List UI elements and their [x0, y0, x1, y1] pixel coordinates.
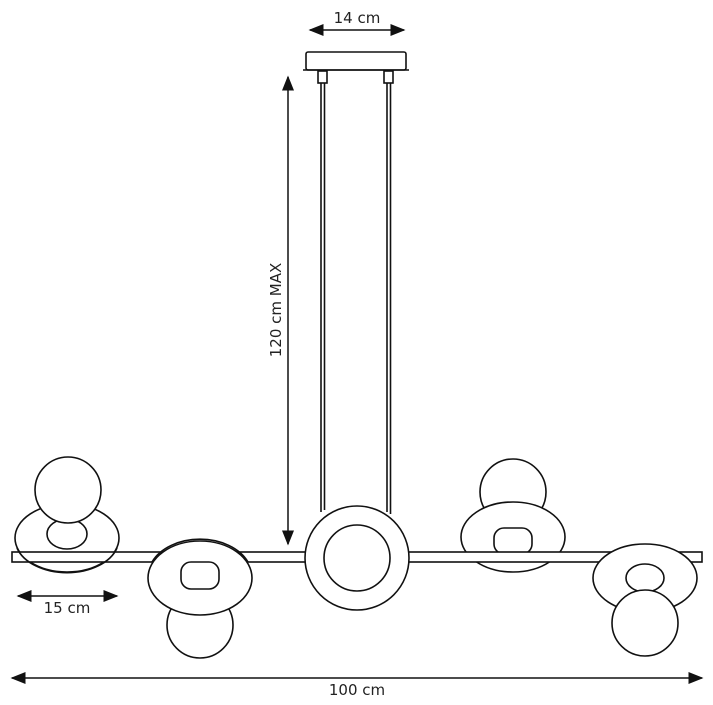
center-ring [304, 505, 410, 611]
shade-width-label: 15 cm [44, 599, 91, 617]
dimension-total-width: 100 cm [10, 672, 704, 699]
dimension-max-height: 120 cm MAX [267, 75, 294, 546]
max-height-label: 120 cm MAX [267, 263, 285, 358]
dimension-canopy-width: 14 cm [308, 9, 406, 36]
lamp-arm-4 [592, 543, 698, 657]
ceiling-canopy [303, 51, 409, 84]
suspension-cords [320, 83, 392, 514]
lamp-1-disc-front [16, 547, 118, 574]
total-width-label: 100 cm [329, 681, 385, 699]
dimension-shade-width: 15 cm [16, 590, 119, 617]
lamp-arm-2 [147, 538, 253, 659]
canopy-width-label: 14 cm [334, 9, 381, 27]
